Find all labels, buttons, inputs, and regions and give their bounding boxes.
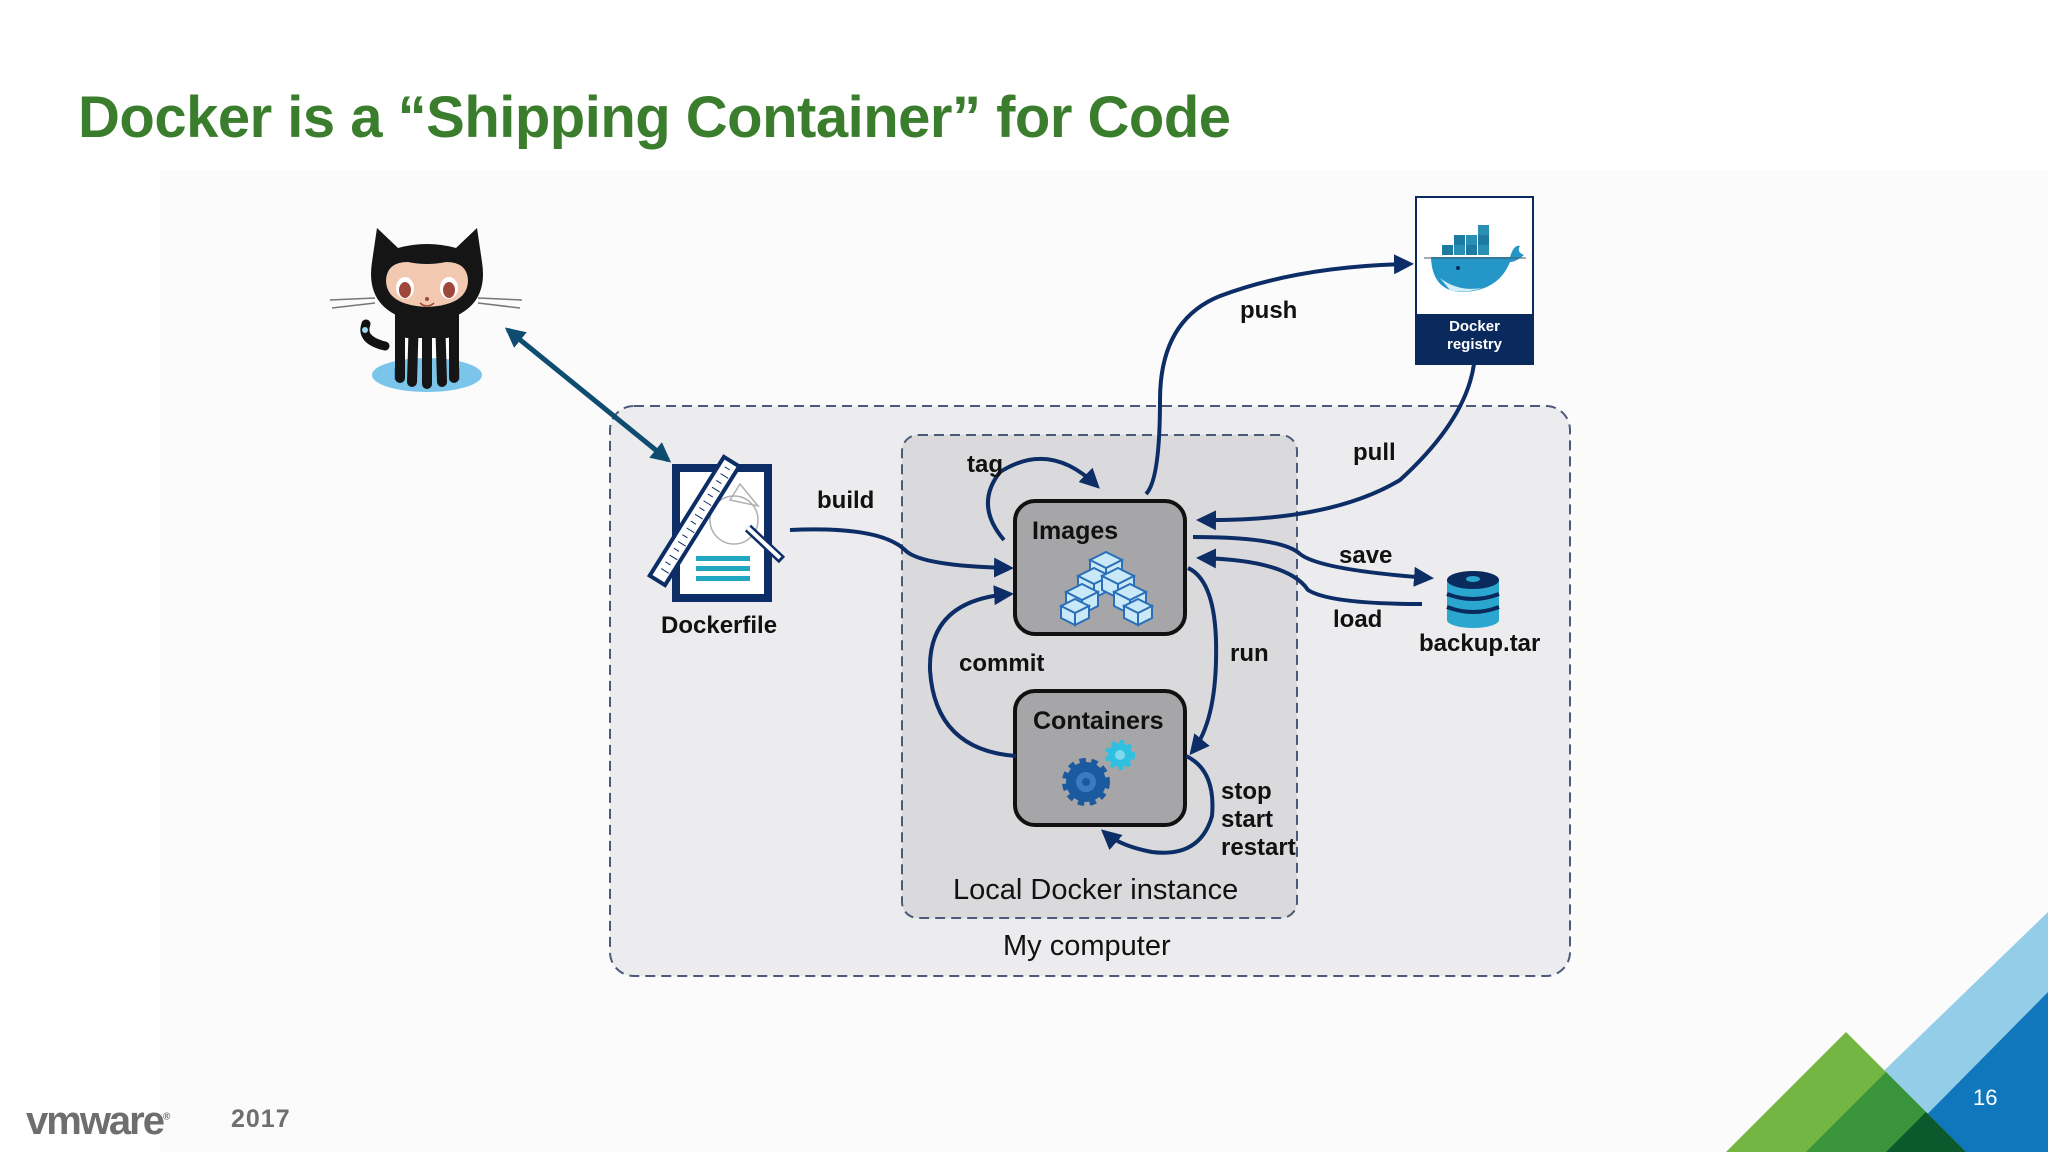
save-arrow (1192, 535, 1434, 587)
my-computer-label: My computer (1003, 930, 1171, 962)
page-number: 16 (1973, 1085, 1998, 1110)
start-label: start (1221, 806, 1274, 833)
docker-registry-label: Docker registry (1416, 318, 1533, 354)
tag-label: tag (967, 451, 1003, 478)
registry-label-line2: registry (1446, 336, 1503, 353)
slide-title: Docker is a “Shipping Container” for Cod… (78, 85, 1231, 150)
stop-label: stop (1221, 778, 1272, 805)
stacked-cubes-icon (1058, 550, 1155, 627)
load-label: load (1333, 606, 1383, 633)
load-arrow (1196, 548, 1423, 606)
push-label: push (1240, 297, 1298, 324)
save-label: save (1339, 542, 1393, 569)
backup-tar-label: backup.tar (1419, 630, 1541, 657)
database-icon (1446, 571, 1500, 628)
commit-arrow (927, 585, 1017, 758)
pull-label: pull (1353, 439, 1396, 466)
docker-registry-box (1415, 196, 1534, 365)
run-arrow (1187, 566, 1219, 756)
registry-label-line1: Docker (1449, 318, 1500, 335)
dockerfile-label: Dockerfile (661, 612, 778, 639)
footer-year: 2017 (231, 1105, 291, 1133)
local-docker-instance-label: Local Docker instance (953, 874, 1239, 906)
pull-arrow (1196, 363, 1476, 531)
build-label: build (817, 487, 875, 514)
dockerfile-icon (646, 454, 786, 602)
github-dockerfile-arrow (504, 327, 672, 463)
github-octocat-icon (329, 228, 523, 392)
images-label: Images (1032, 517, 1119, 545)
run-label: run (1230, 640, 1269, 667)
containers-box (1013, 689, 1187, 827)
containers-label: Containers (1033, 707, 1164, 735)
docker-whale-icon (1424, 225, 1526, 292)
vmware-wordmark: vmware (26, 1099, 165, 1143)
build-arrow (789, 527, 1014, 578)
tag-arrow (986, 457, 1100, 542)
commit-label: commit (959, 650, 1045, 677)
restart-label: restart (1221, 834, 1296, 861)
vmware-logo: vmware® (26, 1099, 171, 1143)
gears-icon (1062, 740, 1135, 806)
stop-start-restart-arrow (1100, 754, 1215, 855)
push-arrow (1144, 254, 1414, 496)
